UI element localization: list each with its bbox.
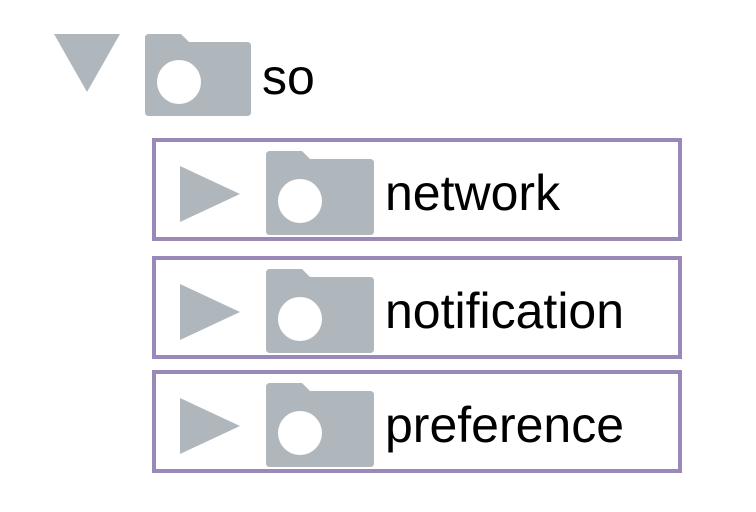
- tree-node-label: network: [385, 165, 561, 221]
- triangle-right-icon[interactable]: [180, 284, 240, 340]
- folder-icon: [266, 383, 374, 467]
- triangle-right-icon[interactable]: [180, 166, 240, 222]
- triangle-down-icon[interactable]: [54, 34, 120, 92]
- folder-icon: [145, 34, 251, 116]
- tree-node-preference[interactable]: preference: [152, 370, 682, 473]
- tree-node-label: preference: [385, 397, 625, 453]
- tree-node-label[interactable]: so: [262, 49, 315, 105]
- folder-icon: [266, 151, 374, 235]
- tree-node-so: so: [0, 0, 756, 130]
- triangle-right-icon[interactable]: [180, 398, 240, 454]
- tree-node-label: notification: [385, 283, 625, 339]
- folder-icon: [266, 269, 374, 353]
- tree-node-notification[interactable]: notification: [152, 256, 682, 359]
- tree-node-network[interactable]: network: [152, 138, 682, 241]
